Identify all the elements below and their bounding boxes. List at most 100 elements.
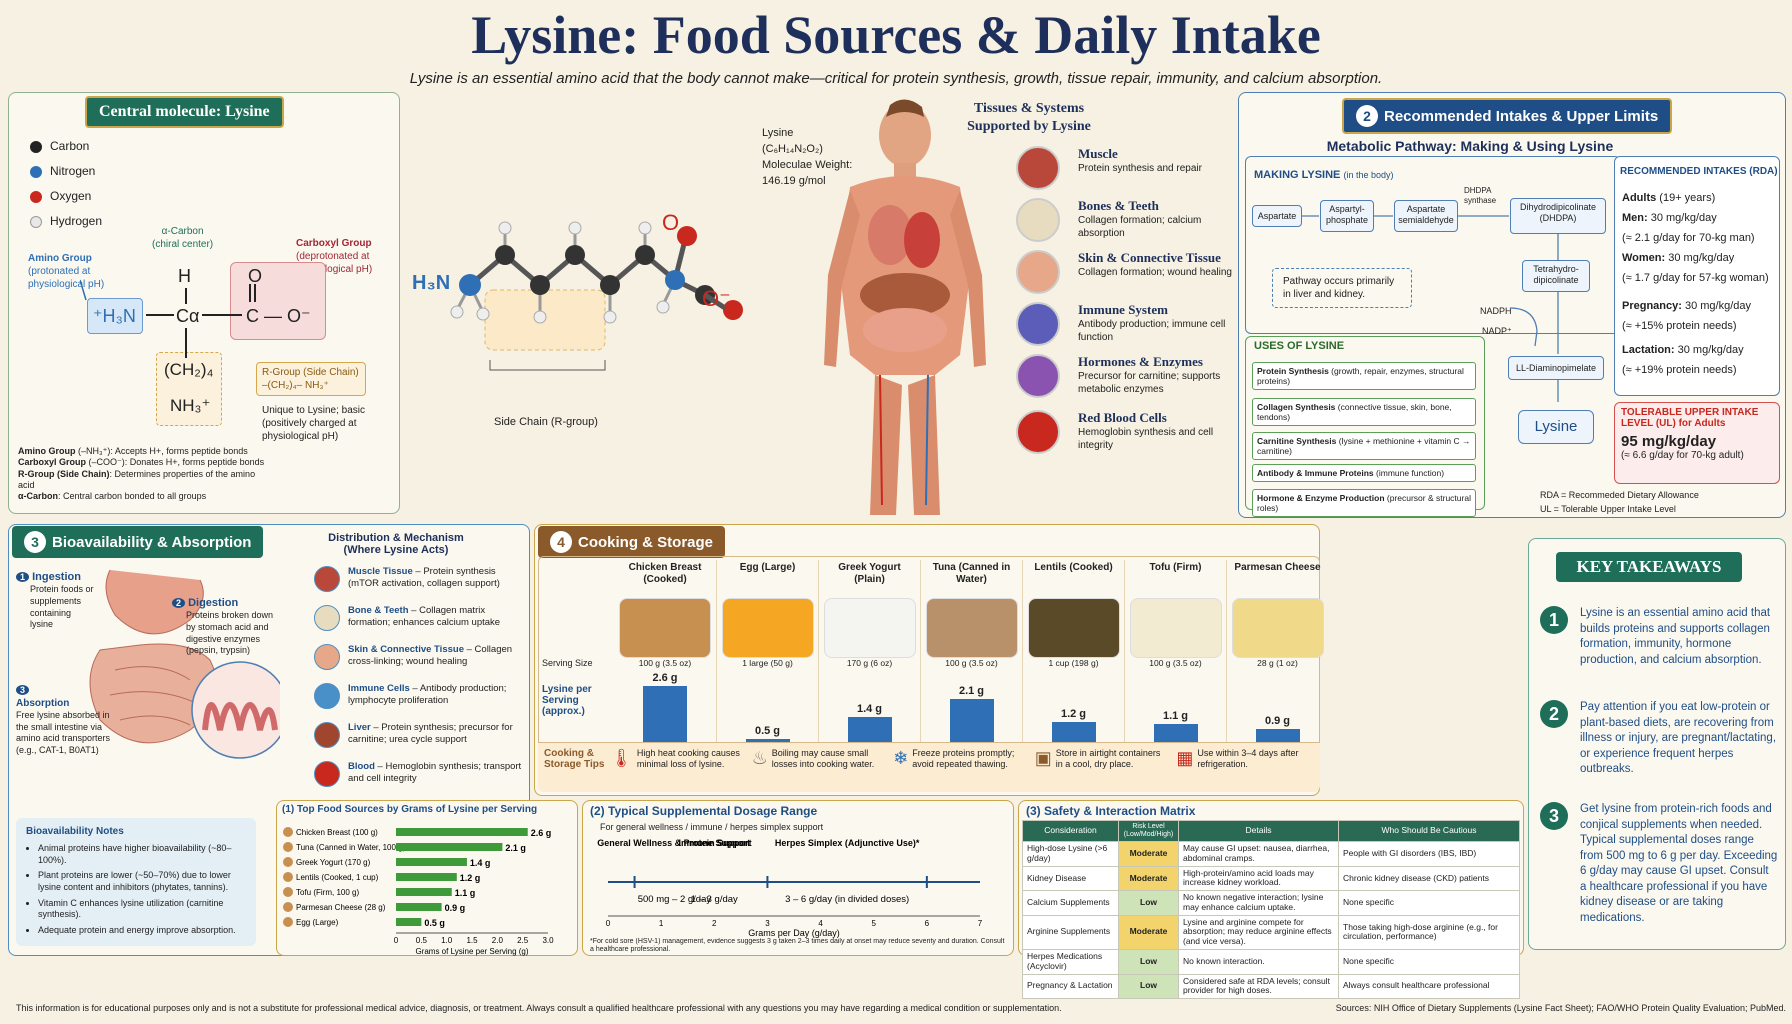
food-column: Lentils (Cooked)1 cup (198 g)1.2 g [1022,560,1124,752]
dosage-tick-label: 4 [818,919,823,928]
r-group-box [156,352,222,426]
liver-icon [314,722,340,748]
takeaway-item: 1 Lysine is an essential amino acid that… [1528,606,1786,716]
safety-cell: Chronic kidney disease (CKD) patients [1338,865,1520,892]
lysine-value-label: 2.6 g [652,672,678,685]
distribution-item: Liver – Protein synthesis; precursor for… [314,722,524,761]
carboxyl-group-label: Carboxyl Group(deprotonated at physiolog… [296,238,373,275]
lysine-value-label: 1.1 g [1162,710,1189,723]
bone-icon [314,605,340,631]
safety-cell: Lysine and arginine compete for absorpti… [1178,914,1339,950]
chart-value-label: 1.2 g [460,873,481,883]
risk-level-badge: Low [1118,973,1179,1000]
synthase-label: DHDPA synthase [1464,186,1497,205]
nadph-label: NADPH [1480,306,1512,316]
lysine-value-label: 1.4 g [856,702,883,715]
use-protein: Protein Synthesis (growth, repair, enzym… [1252,362,1476,390]
lysine-bar [643,686,687,752]
cooking-tips-bar [538,742,1320,792]
safety-cell: None specific [1338,890,1520,916]
digestive-system-illustration [89,569,280,759]
ul-definition: UL = Tolerable Upper Intake Level [1540,504,1676,514]
lysine-formula-block: Lysine (C₆H₁₄N₂O₂) Moleculae Weight: 146… [762,127,853,187]
chart-tick-label: 0.5 [416,936,428,945]
safety-cell: Calcium Supplements [1022,890,1119,916]
ul-box: TOLERABLE UPPER INTAKE LEVEL (UL) for Ad… [1614,402,1780,484]
pathway-title: Metabolic Pathway: Making & Using Lysine [1326,138,1614,154]
molecule-notes: Amino Group (–NH₃⁺): Accepts H+, forms p… [18,446,265,501]
food-image [619,598,711,658]
dosage-range-name: Immune Support [679,838,751,848]
lysine-value-label: 2.1 g [958,684,985,697]
serving-size: 100 g (3.5 oz) [1149,658,1202,668]
food-image [823,598,916,658]
side-chain-label: Side Chain (R-group) [494,416,598,428]
distribution-item: Immune Cells – Antibody production; lymp… [314,683,524,722]
serving-size: 1 cup (198 g) [1048,658,1099,668]
food-icon [283,857,293,867]
dosage-subtitle: For general wellness / immune / herpes s… [600,822,824,832]
use-carnitine: Carnitine Synthesis (lysine + methionine… [1252,432,1476,460]
food-column: Egg (Large)1 large (50 g)0.5 g [716,560,818,752]
food-icon [283,902,293,912]
chart-bar [396,873,457,881]
molecule-panel [8,92,400,514]
safety-cell: No known interaction. [1178,948,1339,975]
alpha-carbon-text: Cα [176,306,200,326]
chart-tick-label: 3.0 [542,936,554,945]
chart-category-label: Tofu (Firm, 100 g) [296,888,359,897]
oxygen-double-text: O [248,266,263,286]
absorption-step: 3 Absorption Free lysine absorbed in the… [16,685,111,756]
dosage-tick-label: 6 [925,919,930,928]
dosage-tick-label: 5 [871,919,876,928]
dosage-range-name: General Wellness & Protein Support [597,838,751,848]
tip-item: ❄Freeze proteins promptly; avoid repeate… [893,748,1015,770]
safety-cell: High-dose Lysine (>6 g/day) [1022,841,1119,867]
cooking-tips-label: Cooking & Storage Tips [544,748,605,770]
food-icon [283,842,293,852]
chart-tick-label: 0 [394,936,399,945]
ch2-text: (CH₂)₄ [164,360,214,379]
food-name: Tofu (Firm) [1149,562,1202,573]
chart-tick-label: 2.5 [517,936,529,945]
food-columns: Chicken Breast (Cooked)100 g (3.5 oz)2.6… [540,560,1324,752]
safety-cell: Pregnancy & Lactation [1022,973,1119,1000]
safety-cell: People with GI disorders (IBS, IBD) [1338,841,1520,867]
immune-cell-icon [314,683,340,709]
chart-category-label: Tuna (Canned in Water, 100 g) [296,843,406,852]
safety-cell: None specific [1338,948,1520,975]
dosage-tick-label: 3 [765,919,770,928]
use-collagen: Collagen Synthesis (connective tissue, s… [1252,398,1476,426]
dosage-title: (2) Typical Supplemental Dosage Range [590,804,818,818]
step-tetrahydro: Tetrahydro-dipicolinate [1522,260,1590,292]
food-image [1129,598,1222,658]
r-group-label: R-Group (Side Chain)–(CH₂)₄– NH₃⁺ [256,362,366,396]
food-column: Tofu (Firm) 100 g (3.5 oz) 1.1 g [1124,560,1226,752]
risk-level-badge: Moderate [1118,914,1179,950]
calendar-icon: ▦ [1176,748,1194,768]
chart-value-label: 2.1 g [505,843,526,853]
serving-size: 1 large (50 g) [742,658,793,668]
safety-cell: Those taking high-dose arginine (e.g., f… [1338,914,1520,950]
ball-oxygen-label: O [662,210,680,235]
safety-cell: High-protein/amino acid loads may increa… [1178,865,1339,892]
tip-list: 🌡High heat cooking causes minimal loss o… [610,748,1310,771]
nitrogen-atom-icon [30,165,42,178]
blood-drop-icon [314,761,340,787]
bone-icon [1016,198,1060,242]
chart-x-label: Grams of Lysine per Serving (g) [415,947,528,956]
food-icon [283,917,293,927]
page-subtitle: Lysine is an essential amino acid that t… [409,70,1383,87]
chart-tick-label: 2.0 [492,936,504,945]
